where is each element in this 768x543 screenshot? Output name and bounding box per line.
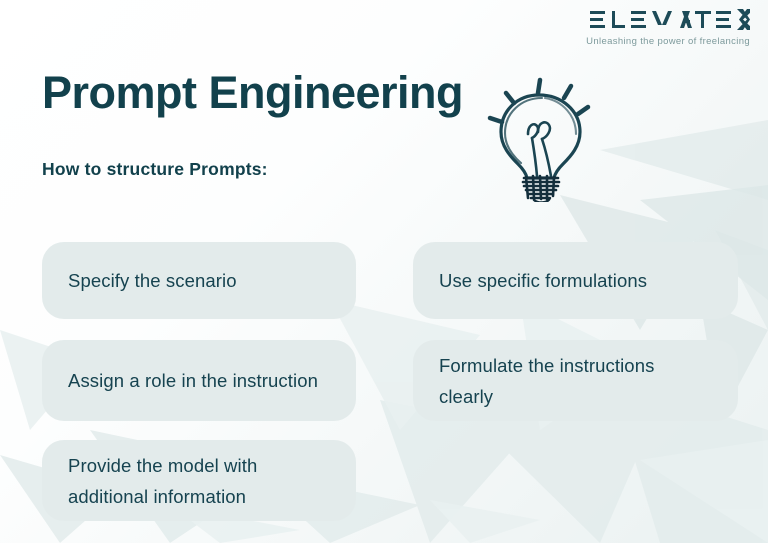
- brand-tagline: Unleashing the power of freelancing: [586, 36, 750, 47]
- tip-card-label: Specify the scenario: [68, 270, 237, 291]
- tip-card-label: Use specific formulations: [439, 270, 648, 291]
- elevate-x-logo-icon: [590, 9, 750, 30]
- tip-card-label: Assign a role in the instruction: [68, 370, 318, 391]
- tip-card[interactable]: Assign a role in the instruction: [42, 340, 356, 421]
- lightbulb-icon: [487, 77, 591, 202]
- tip-card[interactable]: Formulate the instructions clearly: [413, 340, 738, 421]
- tip-card[interactable]: Provide the model with additional inform…: [42, 440, 356, 521]
- tip-card[interactable]: Specify the scenario: [42, 242, 356, 319]
- page-title: Prompt Engineering: [42, 67, 464, 118]
- tip-card[interactable]: Use specific formulations: [413, 242, 738, 319]
- page-subtitle: How to structure Prompts:: [42, 159, 268, 179]
- tip-card-label: Provide the model with additional inform…: [68, 454, 258, 507]
- tip-card-label: Formulate the instructions clearly: [439, 354, 655, 407]
- brand-logo[interactable]: Unleashing the power of freelancing: [490, 8, 750, 47]
